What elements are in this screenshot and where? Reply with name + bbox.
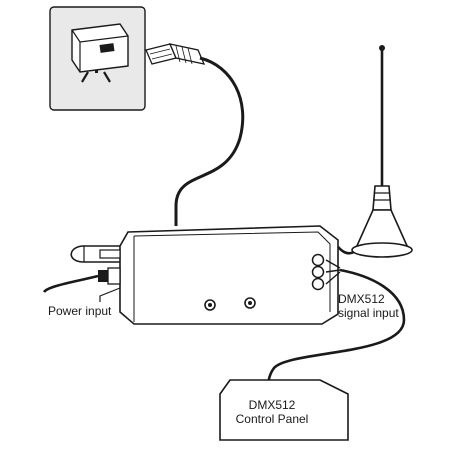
power-cable-lead (99, 287, 121, 302)
usb-adapter (71, 23, 129, 73)
panel-line2: Control Panel (235, 412, 309, 426)
usb-cable (174, 56, 245, 226)
dmx-signal-line2: signal input (338, 306, 399, 320)
power-jack (70, 245, 121, 285)
dmx-signal-line1: DMX512 (338, 292, 385, 306)
dmx-cable (266, 268, 406, 393)
controller-box (119, 225, 339, 325)
usb-plug (145, 43, 206, 65)
signal-terminal (311, 253, 341, 291)
control-panel (219, 379, 349, 441)
power-cable (42, 274, 99, 293)
panel-line1: DMX512 (248, 398, 296, 412)
control-panel-label: DMX512 Control Panel (222, 398, 322, 426)
power-input-label: Power input (48, 304, 112, 318)
antenna (351, 45, 413, 258)
controller-buttons (204, 297, 256, 311)
dmx-signal-input-label: DMX512 signal input (338, 292, 399, 320)
